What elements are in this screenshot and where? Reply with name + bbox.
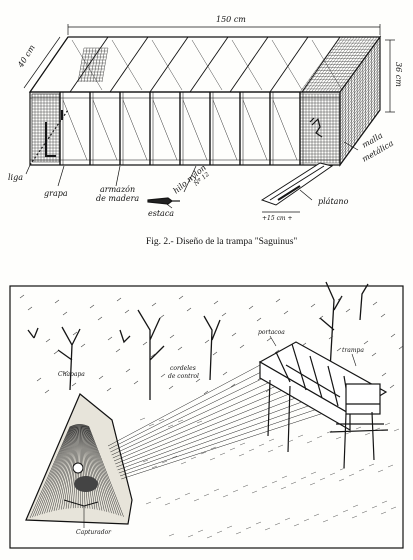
- control-cords: [107, 363, 340, 480]
- label-cordeles: cordeles: [170, 365, 196, 372]
- banana-bait: [260, 162, 334, 206]
- capturador-person: [74, 476, 98, 492]
- label-estaca: estaca: [148, 209, 174, 218]
- trap-diagram: 150 cm 40 cm 36 cm liga grapa armazón de…: [8, 15, 403, 247]
- label-portacoa: portacoa: [258, 329, 285, 336]
- label-depth: 40 cm: [16, 43, 38, 70]
- label-de-madera: de madera: [96, 194, 139, 203]
- dimension-lines: [23, 24, 395, 213]
- label-liga: liga: [8, 173, 23, 182]
- scene-frame: [9, 285, 404, 549]
- estaca: [147, 197, 180, 205]
- background-trees: [27, 281, 369, 400]
- grapa-hook: [45, 110, 63, 157]
- label-height: 36 cm: [394, 62, 403, 87]
- label-armazon: armazón: [100, 185, 135, 194]
- label-measure-15: +15 cm +: [262, 215, 293, 222]
- label-chapapa: Chapapa: [58, 371, 85, 378]
- label-trampa: trampa: [342, 347, 364, 354]
- raised-trap: [258, 341, 389, 469]
- bait-hook: [309, 117, 323, 138]
- label-de-control: de control: [168, 373, 199, 380]
- figure-caption: Fig. 2.- Diseño de la trampa "Saguinus": [146, 237, 297, 247]
- label-grapa: grapa: [44, 189, 68, 198]
- label-platano: plátano: [318, 197, 349, 206]
- label-length: 150 cm: [216, 15, 246, 24]
- chapapa-hut: [25, 393, 133, 525]
- field-scene: Chapapa cordeles de control portacoa tra…: [9, 281, 404, 549]
- label-capturador: Capturador: [76, 529, 112, 536]
